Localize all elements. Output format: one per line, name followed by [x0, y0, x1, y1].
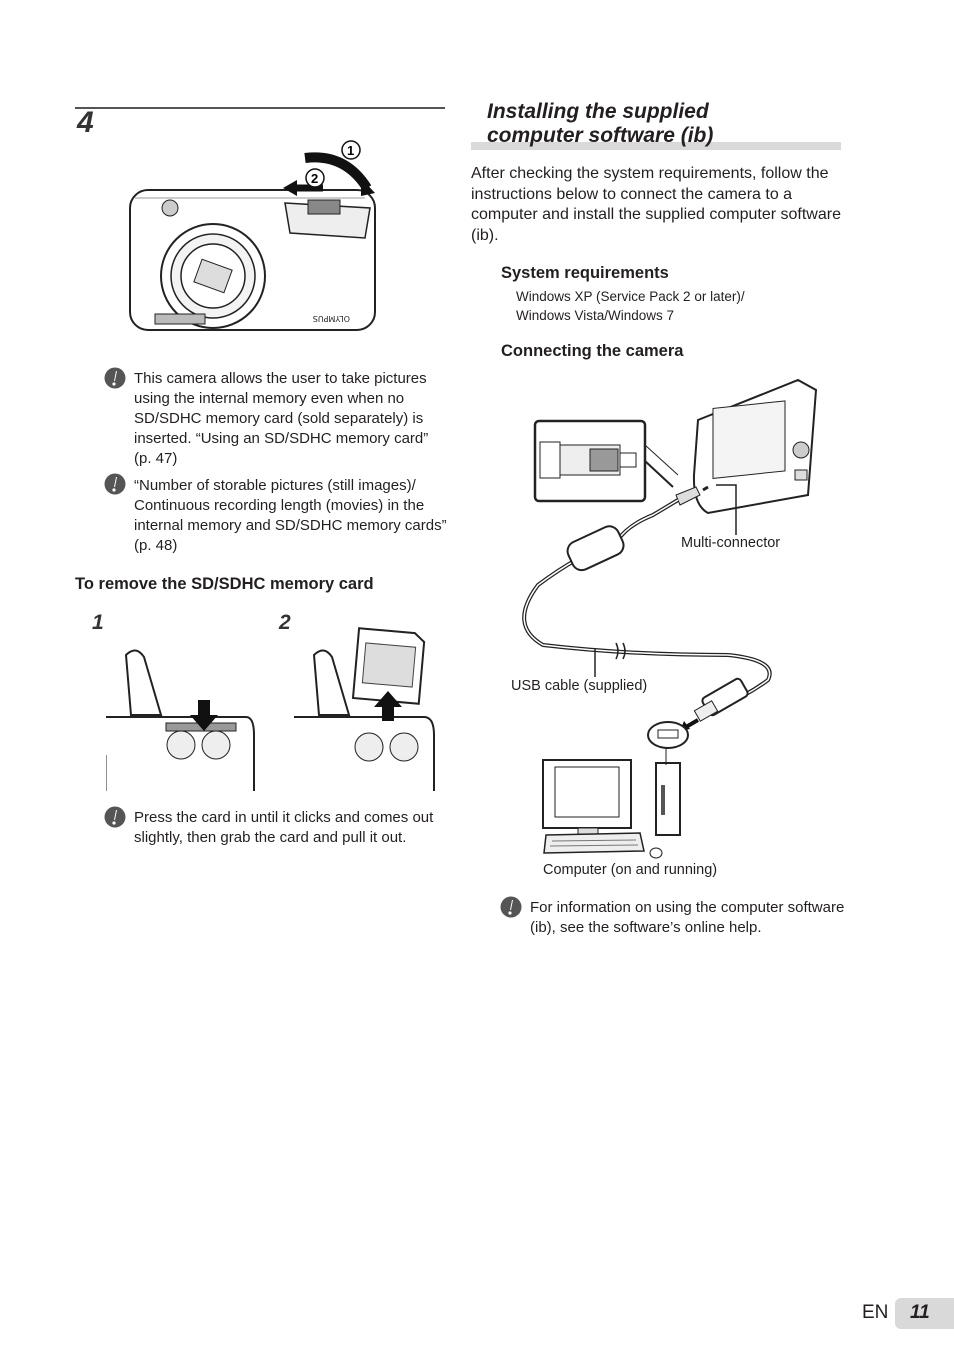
note-storable-pictures: “Number of storable pictures (still imag… — [134, 477, 447, 554]
section-title-line2: computer software (ib) — [487, 124, 714, 147]
remove-card-heading: To remove the SD/SDHC memory card — [75, 575, 374, 593]
caution-icon — [104, 806, 126, 828]
illustration-step-1: 1 — [347, 143, 354, 158]
card-push-illustration — [106, 649, 255, 791]
caution-icon — [104, 473, 126, 495]
page-number-tab — [895, 1298, 954, 1329]
illustration-step-2: 2 — [311, 171, 318, 186]
step-number: 4 — [77, 106, 94, 139]
multi-connector-label: Multi-connector — [681, 535, 781, 551]
intro-paragraph: After checking the system requirements, … — [471, 165, 841, 244]
computer-label: Computer (on and running) — [543, 862, 718, 878]
svg-text:OLYMPUS: OLYMPUS — [313, 314, 350, 323]
caution-icon — [104, 367, 126, 389]
remove-step-1: 1 — [92, 611, 104, 634]
note-internal-memory: This camera allows the user to take pict… — [134, 370, 429, 467]
section-title-line1: Installing the supplied — [487, 100, 709, 123]
connecting-heading: Connecting the camera — [501, 342, 684, 360]
footer-lang: EN — [862, 1302, 889, 1323]
system-requirements-line1: Windows XP (Service Pack 2 or later)/ — [516, 289, 745, 304]
usb-cable-label: USB cable (supplied) — [511, 678, 648, 694]
system-requirements-heading: System requirements — [501, 264, 669, 282]
caution-icon — [500, 896, 522, 918]
note-remove-card: Press the card in until it clicks and co… — [134, 809, 434, 846]
remove-step-2: 2 — [279, 611, 291, 634]
page-number: 11 — [910, 1302, 930, 1323]
title-underline-bar — [471, 142, 841, 150]
card-pull-illustration — [294, 627, 435, 791]
step-rule — [75, 107, 445, 109]
system-requirements-line2: Windows Vista/Windows 7 — [516, 308, 675, 323]
note-online-help: For information on using the computer so… — [530, 899, 845, 936]
connection-diagram — [522, 378, 818, 859]
camera-battery-door-illustration: OLYMPUS 1 2 — [129, 140, 376, 331]
